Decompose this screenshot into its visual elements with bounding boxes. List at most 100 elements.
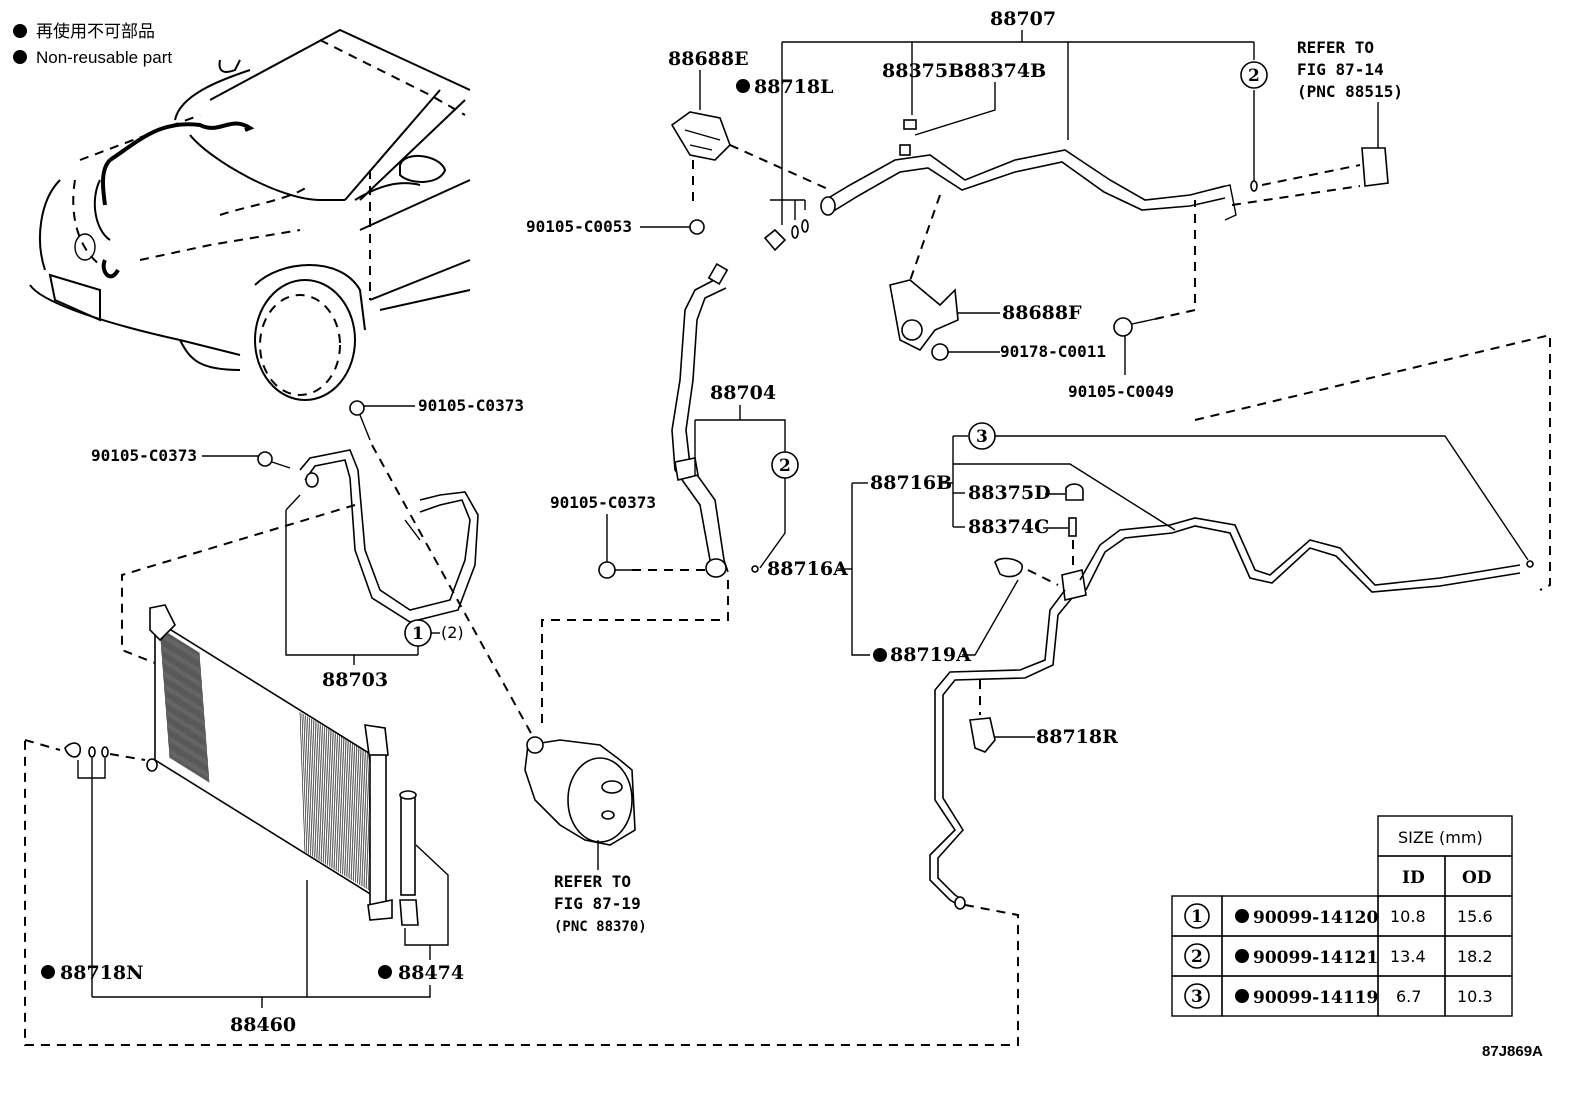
non-reusable-marker-icon [41, 965, 55, 979]
o-ring-icon [801, 219, 809, 233]
part-label-90105-C0373-left[interactable]: 90105-C0373 [91, 446, 197, 465]
fin-line [342, 737, 349, 878]
fin-line [198, 652, 210, 783]
part-label-88474[interactable]: 88474 [398, 962, 464, 984]
part-label-88375B[interactable]: 88375B [882, 60, 964, 82]
non-reusable-marker-icon [736, 79, 750, 93]
o-ring-icon [751, 565, 759, 573]
fin-line [344, 738, 351, 880]
dashed-connector [1194, 333, 1551, 591]
fin-line [190, 647, 202, 778]
fin-line [184, 643, 196, 774]
fin-line [327, 728, 334, 869]
bolt-90105-C0373-icon [349, 400, 365, 416]
fin-line [168, 633, 180, 764]
fin-line [179, 640, 191, 771]
pipe-end-icon [820, 196, 836, 216]
fin-line [180, 641, 192, 772]
part-label-88707[interactable]: 88707 [990, 8, 1056, 30]
fin-line [173, 636, 185, 767]
non-reusable-marker-icon [1235, 989, 1249, 1003]
part-label-88716A[interactable]: 88716A [767, 558, 848, 580]
part-label-88718N[interactable]: 88718N [60, 962, 143, 984]
part-label-90105-C0373-hose[interactable]: 90105-C0373 [550, 493, 656, 512]
fin-line [169, 634, 181, 765]
table-col-id: ID [1402, 868, 1425, 888]
fin-line [195, 650, 207, 781]
fin-line [359, 747, 366, 889]
part-label-88688E[interactable]: 88688E [668, 48, 749, 70]
fin-line [192, 648, 204, 779]
fin-line [176, 638, 188, 769]
part-label-90105-C0373-top[interactable]: 90105-C0373 [418, 396, 524, 415]
fin-line [303, 714, 310, 855]
callout-number: 3 [976, 427, 988, 447]
part-label-90105-C0053[interactable]: 90105-C0053 [526, 217, 632, 236]
fin-line [196, 651, 208, 782]
fin-line [160, 628, 172, 759]
clip-icon [763, 228, 787, 252]
row-part-number[interactable]: 90099-14119 [1253, 988, 1378, 1008]
size-table: SIZE (mm) ID OD 1 90099-14120 10.8 15.6 … [1171, 815, 1513, 1017]
o-ring-icon [791, 225, 799, 239]
row-part-number[interactable]: 90099-14120 [1253, 908, 1379, 928]
fin-line [333, 732, 340, 873]
ref-line: (PNC 88515) [1297, 82, 1403, 101]
o-ring-icon [88, 746, 96, 758]
fin-line [174, 637, 186, 768]
part-label-88703[interactable]: 88703 [322, 669, 388, 691]
part-label-88375D[interactable]: 88375D [968, 482, 1051, 504]
fin-line [188, 646, 200, 777]
part-label-88460[interactable]: 88460 [230, 1014, 296, 1036]
row-od: 18.2 [1457, 947, 1493, 966]
discharge-hose [671, 277, 719, 573]
table-row: 1 90099-14120 10.8 15.6 [1171, 895, 1513, 937]
ref-line: (PNC 88370) [554, 919, 647, 935]
fin-line [299, 711, 306, 853]
legend-en: Non-reusable part [36, 48, 172, 67]
callout-circle-1 [1184, 903, 1210, 929]
nut-90178-C0011-icon [931, 343, 949, 361]
part-label-88704[interactable]: 88704 [710, 382, 776, 404]
o-ring-icon [1250, 180, 1258, 192]
part-label-90178-C0011[interactable]: 90178-C0011 [1000, 342, 1106, 361]
vehicle-locator-illustration [29, 28, 471, 401]
part-label-88374B[interactable]: 88374B [964, 60, 1046, 82]
fin-line [329, 729, 336, 871]
row-part-number[interactable]: 90099-14121 [1253, 948, 1378, 968]
fin-line [325, 727, 332, 868]
fin-line [301, 713, 308, 854]
fin-line [183, 642, 195, 774]
fin-line [339, 735, 345, 876]
condenser-core [154, 618, 381, 902]
part-label-88718L[interactable]: 88718L [754, 76, 833, 98]
part-label-88718R[interactable]: 88718R [1036, 726, 1118, 748]
fin-line [189, 646, 201, 777]
row-ref: 3 [1191, 987, 1203, 1007]
liquid-pipe-88716B [1079, 517, 1521, 586]
part-label-88716B[interactable]: 88716B [870, 472, 952, 494]
o-ring-88718R-icon [969, 717, 996, 753]
o-ring-88719A-icon [994, 557, 1023, 578]
valve-core-88374B-icon [899, 144, 911, 156]
fin-line [182, 642, 194, 773]
fin-line [305, 715, 311, 856]
part-label-90105-C0049[interactable]: 90105-C0049 [1068, 382, 1174, 401]
ref-line: REFER TO [554, 872, 631, 891]
callout-number: 2 [779, 456, 791, 476]
fin-line [318, 723, 325, 864]
suction-pipe [824, 149, 1226, 201]
ref-line[interactable]: FIG 87-19 [554, 894, 641, 913]
ref-line[interactable]: FIG 87-14 [1297, 60, 1384, 79]
part-label-88688F[interactable]: 88688F [1002, 302, 1082, 324]
row-od: 10.3 [1457, 987, 1493, 1006]
part-label-88719A[interactable]: 88719A [890, 644, 971, 666]
non-reusable-marker-icon [13, 50, 27, 64]
o-ring-icon [101, 746, 109, 758]
part-label-88374C[interactable]: 88374C [968, 516, 1049, 538]
non-reusable-marker-icon [1235, 949, 1249, 963]
bracket-88688F-icon [889, 279, 959, 352]
bolt-90105-C0049-icon [1113, 317, 1133, 337]
fin-line [191, 647, 203, 779]
row-ref: 1 [1191, 907, 1203, 927]
